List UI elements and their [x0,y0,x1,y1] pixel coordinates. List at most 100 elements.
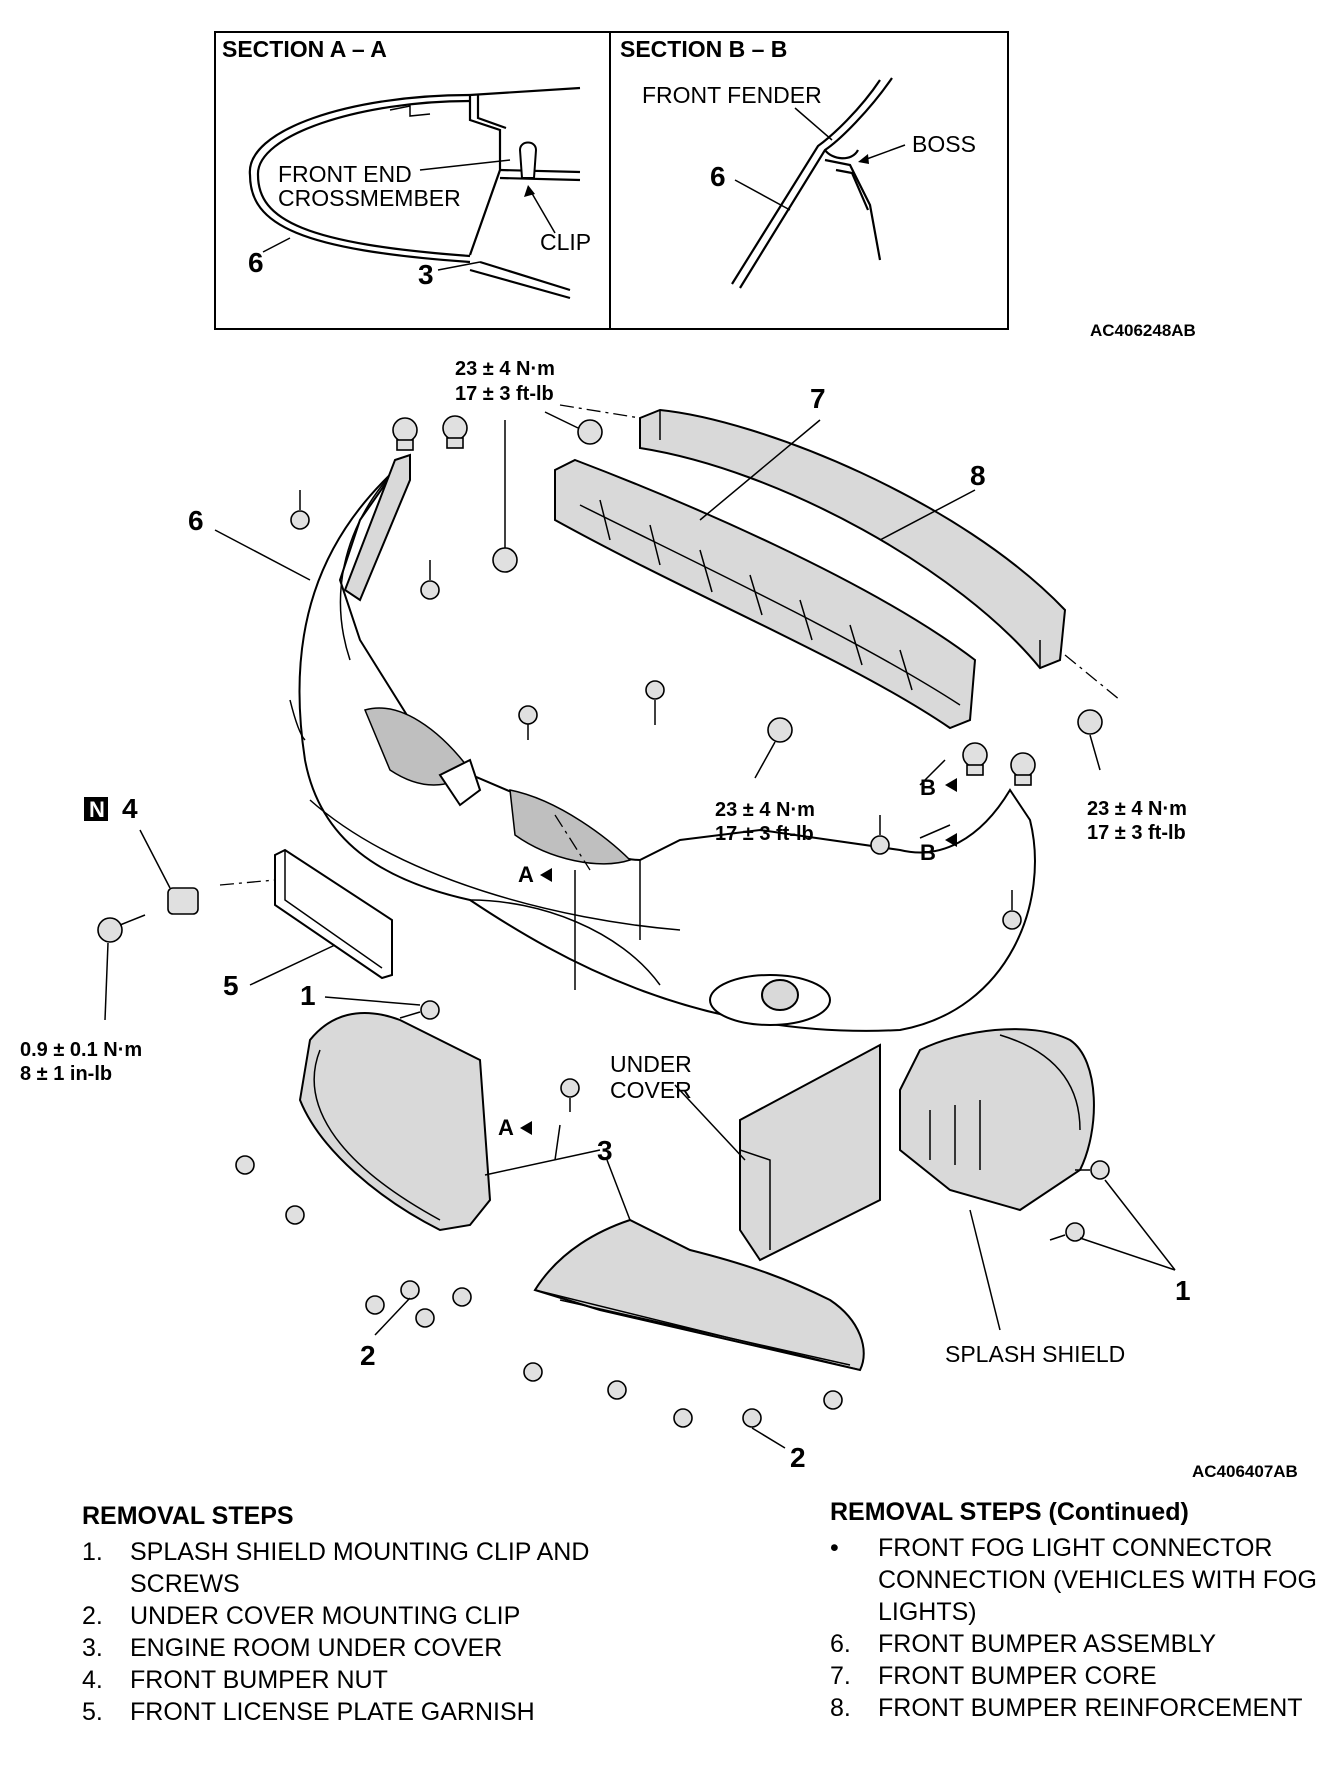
removal-steps-title: REMOVAL STEPS [82,1502,294,1530]
callout-2-left: 2 [360,1340,376,1371]
nut [492,547,518,573]
callout-7: 7 [810,383,826,414]
splash-shield-label: SPLASH SHIELD [945,1341,1125,1367]
screw [235,1155,255,1175]
clip [1075,1160,1110,1180]
under-cover [739,1043,881,1262]
removal-step: 7. FRONT BUMPER CORE [830,1660,1335,1692]
screw [523,1362,543,1382]
torque-right-nm: 23 ± 4 N·m [1087,798,1187,820]
screw [399,1000,440,1020]
bolt [97,914,146,943]
part-numbers: 6 7 8 4 5 1 3 1 2 2 [122,383,1191,1473]
screw [285,1205,305,1225]
front-end-label-1: FRONT END [278,161,412,187]
clip [742,1408,762,1428]
clip [560,1078,580,1112]
under-cover-label-2: COVER [610,1077,692,1103]
clip [365,1295,385,1315]
nut [767,717,793,743]
section-a-title: SECTION A – A [222,36,387,62]
step-number: 4. [82,1666,103,1694]
n-marker: N [84,797,108,822]
bolt [962,742,988,776]
section-views-box: SECTION A – A SECTION B – B FRONT END CR… [214,31,1196,340]
bolt [1010,752,1036,786]
section-b-num-6: 6 [710,161,726,192]
step-text: ENGINE ROOM UNDER COVER [130,1634,503,1662]
section-a-num-3: 3 [418,259,434,290]
nut [1077,709,1103,735]
callout-4: 4 [122,793,138,824]
removal-step: 3.ENGINE ROOM UNDER COVER [82,1632,642,1664]
bumper-core-7 [554,458,977,730]
removal-step: 6.FRONT BUMPER ASSEMBLY [830,1628,1335,1660]
removal-steps-continued: REMOVAL STEPS (Continued) •FRONT FOG LIG… [830,1496,1335,1724]
section-b-marker-top: B [920,775,936,800]
step-text: SPLASH SHIELD MOUNTING CLIP AND SCREWS [130,1538,590,1598]
leader-lines [104,411,1176,1449]
screw [1002,890,1022,930]
clip-shape [518,141,538,179]
screw [823,1390,843,1410]
removal-step: •FRONT FOG LIGHT CONNECTOR CONNECTION (V… [830,1532,1335,1628]
figure-code-top: AC406248AB [1090,321,1196,340]
torque-right-ftlb: 17 ± 3 ft-lb [1087,822,1186,844]
front-fender-label: FRONT FENDER [642,82,822,108]
boss-label: BOSS [912,131,976,157]
step-number: 1. [82,1538,103,1566]
under-cover-label-1: UNDER [610,1051,692,1077]
clip-label: CLIP [540,229,591,255]
section-b-title: SECTION B – B [620,36,787,62]
step-number: 2. [82,1602,103,1630]
removal-steps-continued-title: REMOVAL STEPS (Continued) [830,1498,1189,1526]
screw [452,1287,472,1307]
section-a-marker-top: A [518,862,534,887]
callout-6: 6 [188,505,204,536]
removal-steps-continued-list: •FRONT FOG LIGHT CONNECTOR CONNECTION (V… [830,1532,1335,1724]
removal-step: 1. SPLASH SHIELD MOUNTING CLIP AND SCREWS [82,1536,642,1600]
step-text: FRONT LICENSE PLATE GARNISH [130,1698,535,1726]
callout-2-right: 2 [790,1442,806,1473]
step-text: FRONT BUMPER NUT [130,1666,388,1694]
section-b-drawing: FRONT FENDER BOSS 6 [642,77,976,289]
callout-1-right: 1 [1175,1275,1191,1306]
torque-mid-ftlb: 17 ± 3 ft-lb [715,823,814,845]
engine-room-under-cover-3 [533,1218,865,1372]
removal-step: 2. UNDER COVER MOUNTING CLIP [82,1600,642,1632]
step-text: FRONT BUMPER CORE [878,1662,1157,1690]
screw [420,560,440,600]
screw [870,815,890,855]
torque-mid-nm: 23 ± 4 N·m [715,799,815,821]
fasteners [97,415,1110,1428]
nut [577,419,603,445]
screw [415,1308,435,1328]
splash-shield [899,1028,1095,1212]
section-a-num-6: 6 [248,247,264,278]
torque-top-nm: 23 ± 4 N·m [455,358,555,380]
removal-steps: REMOVAL STEPS 1. SPLASH SHIELD MOUNTING C… [82,1500,642,1728]
clip [400,1280,420,1300]
screw [1049,1222,1085,1242]
left-under-cover [298,1012,492,1232]
section-a-drawing: FRONT END CROSSMEMBER CLIP 6 3 [248,86,591,300]
step-number: 7. [830,1662,851,1690]
step-text: FRONT FOG LIGHT CONNECTOR CONNECTION (VE… [878,1534,1317,1626]
torque-specs: 23 ± 4 N·m 17 ± 3 ft-lb 23 ± 4 N·m 17 ± … [20,358,1187,1085]
bumper-assembly-6 [289,453,1036,1032]
n-box-label: N [89,797,105,822]
torque-small-nm: 0.9 ± 0.1 N·m [20,1039,142,1061]
figure-code-bottom: AC406407AB [1192,1462,1298,1480]
removal-step: 5.FRONT LICENSE PLATE GARNISH [82,1696,642,1728]
torque-small-inlb: 8 ± 1 in-lb [20,1063,112,1085]
screw [290,490,310,530]
callout-5: 5 [223,970,239,1001]
step-text: FRONT BUMPER REINFORCEMENT [878,1694,1303,1722]
removal-steps-list: 1. SPLASH SHIELD MOUNTING CLIP AND SCREWS… [82,1536,642,1728]
removal-step: 4. FRONT BUMPER NUT [82,1664,642,1696]
removal-step: 8. FRONT BUMPER REINFORCEMENT [830,1692,1335,1724]
step-number: 8. [830,1694,851,1722]
callout-1-left: 1 [300,980,316,1011]
step-text: UNDER COVER MOUNTING CLIP [130,1602,521,1630]
bolt [392,417,418,451]
